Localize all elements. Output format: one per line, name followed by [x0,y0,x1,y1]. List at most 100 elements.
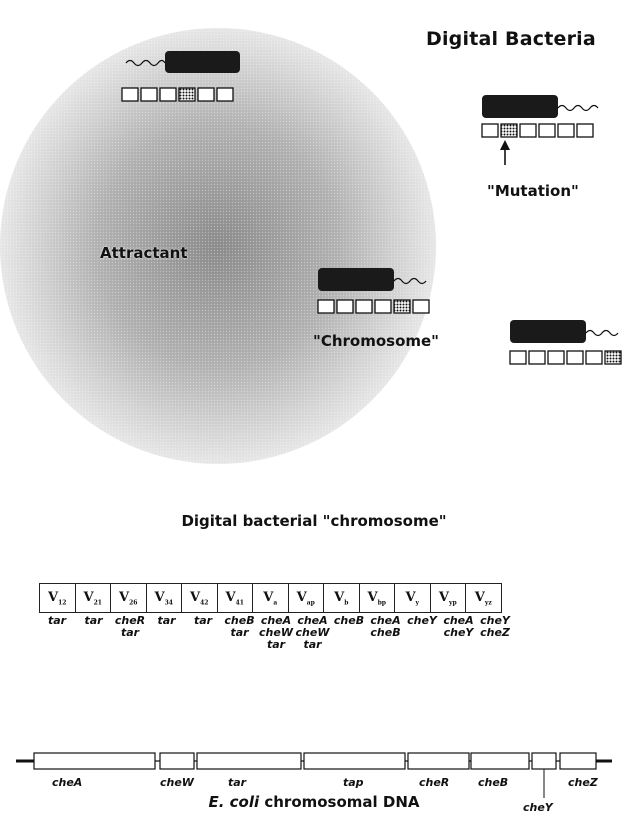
chromosome-segment [500,123,518,138]
chromosome-segment [159,87,177,102]
cell-symbol: V [474,589,485,605]
chromosome-cell: Vy [394,583,431,613]
dna-gene-cheB: cheB [478,776,509,789]
chromosome-segment [336,299,354,314]
chromosome-cell: Vb [323,583,360,613]
gene-box-cheB [470,752,530,770]
cell-gene-label: cheB tar [224,614,255,639]
cell-gene-label: cheB [333,614,365,627]
chromosome-segment [481,123,499,138]
cell-gene-label: tar [193,614,213,627]
gene-box-cheZ [559,752,597,770]
ecoli-dna-map [16,752,612,798]
chromosome-bar-1 [121,87,234,102]
gene-box-cheA [33,752,156,770]
bacterium-4 [509,320,622,365]
cell-symbol: V [263,589,274,605]
chromosome-cell: V21 [74,583,111,613]
cell-subscript: 34 [164,599,173,607]
gene-box-cheW [159,752,195,770]
cell-gene-label: cheR tar [114,614,146,639]
cell-symbol: V [225,589,236,605]
cell-symbol: V [367,589,378,605]
dna-gene-cheY: cheY [523,801,553,814]
dna-gene-cheR: cheR [419,776,450,789]
chromosome-segment [509,350,527,365]
chromosome-cell: Vbp [358,583,395,613]
chromosome-cell: V41 [216,583,253,613]
chromosome-segment [393,299,411,314]
cell-subscript: yz [484,599,492,607]
chromosome-segment [604,350,622,365]
cell-gene-label: cheY cheZ [480,614,510,639]
cell-gene-label: tar [84,614,103,627]
cell-symbol: V [119,589,130,605]
dna-gene-cheZ: cheZ [568,776,598,789]
chromosome-bar-4 [509,350,622,365]
cell-subscript: 26 [129,599,138,607]
chromosome-segment [576,123,594,138]
chromosome-cell: V26 [110,583,147,613]
chromosome-label: "Chromosome" [313,332,439,350]
gene-box-cheY [531,752,557,770]
gene-box-tar [196,752,302,770]
bacterium-2 [481,95,599,165]
dna-caption-organism: E. coli [208,793,260,811]
cell-gene-label: tar [157,614,176,627]
chromosome-cell: Vyz [465,583,502,613]
chromosome-cell: V12 [39,583,76,613]
cell-subscript: bp [377,599,386,607]
dna-gene-cheW: cheW [160,776,194,789]
dna-gene-cheA: cheA [52,776,83,789]
dna-gene-tap: tap [343,776,364,789]
cell-symbol: V [438,589,449,605]
gene-box-cheR [407,752,470,770]
chromosome-cell: Vyp [429,583,466,613]
cell-symbol: V [190,589,201,605]
chromosome-bar-3 [317,299,430,314]
cell-gene-label: cheA cheW tar [259,614,293,651]
cell-symbol: V [48,589,59,605]
chromosome-segment [216,87,234,102]
chromosome-segment [178,87,196,102]
cell-subscript: b [344,599,349,607]
chromosome-segment [121,87,139,102]
cell-symbol: V [296,589,307,605]
cell-subscript: 41 [235,599,244,607]
cell-subscript: y [415,599,420,607]
cell-gene-label: cheA cheW tar [295,614,330,651]
chromosome-cell: Va [252,583,289,613]
mutation-label: "Mutation" [487,182,579,200]
cell-symbol: V [334,589,345,605]
cell-subscript: 42 [200,599,209,607]
chromosome-segment [317,299,335,314]
dna-caption: E. coli chromosomal DNA [0,793,628,811]
chromosome-cell: V42 [181,583,218,613]
cell-subscript: 12 [58,599,67,607]
cell-gene-label: cheA cheY [443,614,474,639]
chromosome-segment [528,350,546,365]
chromosome-segment [197,87,215,102]
attractant-label: Attractant [100,244,188,262]
dna-caption-text: chromosomal DNA [259,793,420,811]
chromosome-segment [374,299,392,314]
cell-subscript: yp [448,599,457,607]
chromosome-segment [519,123,537,138]
chromosome-segment [566,350,584,365]
cell-symbol: V [154,589,165,605]
cell-subscript: 21 [93,599,102,607]
chromosome-bar-2 [481,123,594,138]
cell-subscript: a [273,599,278,607]
cell-subscript: ap [306,599,315,607]
dna-gene-tar: tar [228,776,247,789]
figure-title: Digital Bacteria [426,28,596,50]
chromosome-cell: V34 [145,583,182,613]
gene-box-tap [303,752,406,770]
bacterium-3 [317,268,430,314]
section-title: Digital bacterial "chromosome" [181,512,447,530]
chromosome-cell: Vap [287,583,324,613]
cell-gene-label: tar [47,614,67,627]
chromosome-segment [547,350,565,365]
cell-gene-label: cheY [407,614,437,627]
